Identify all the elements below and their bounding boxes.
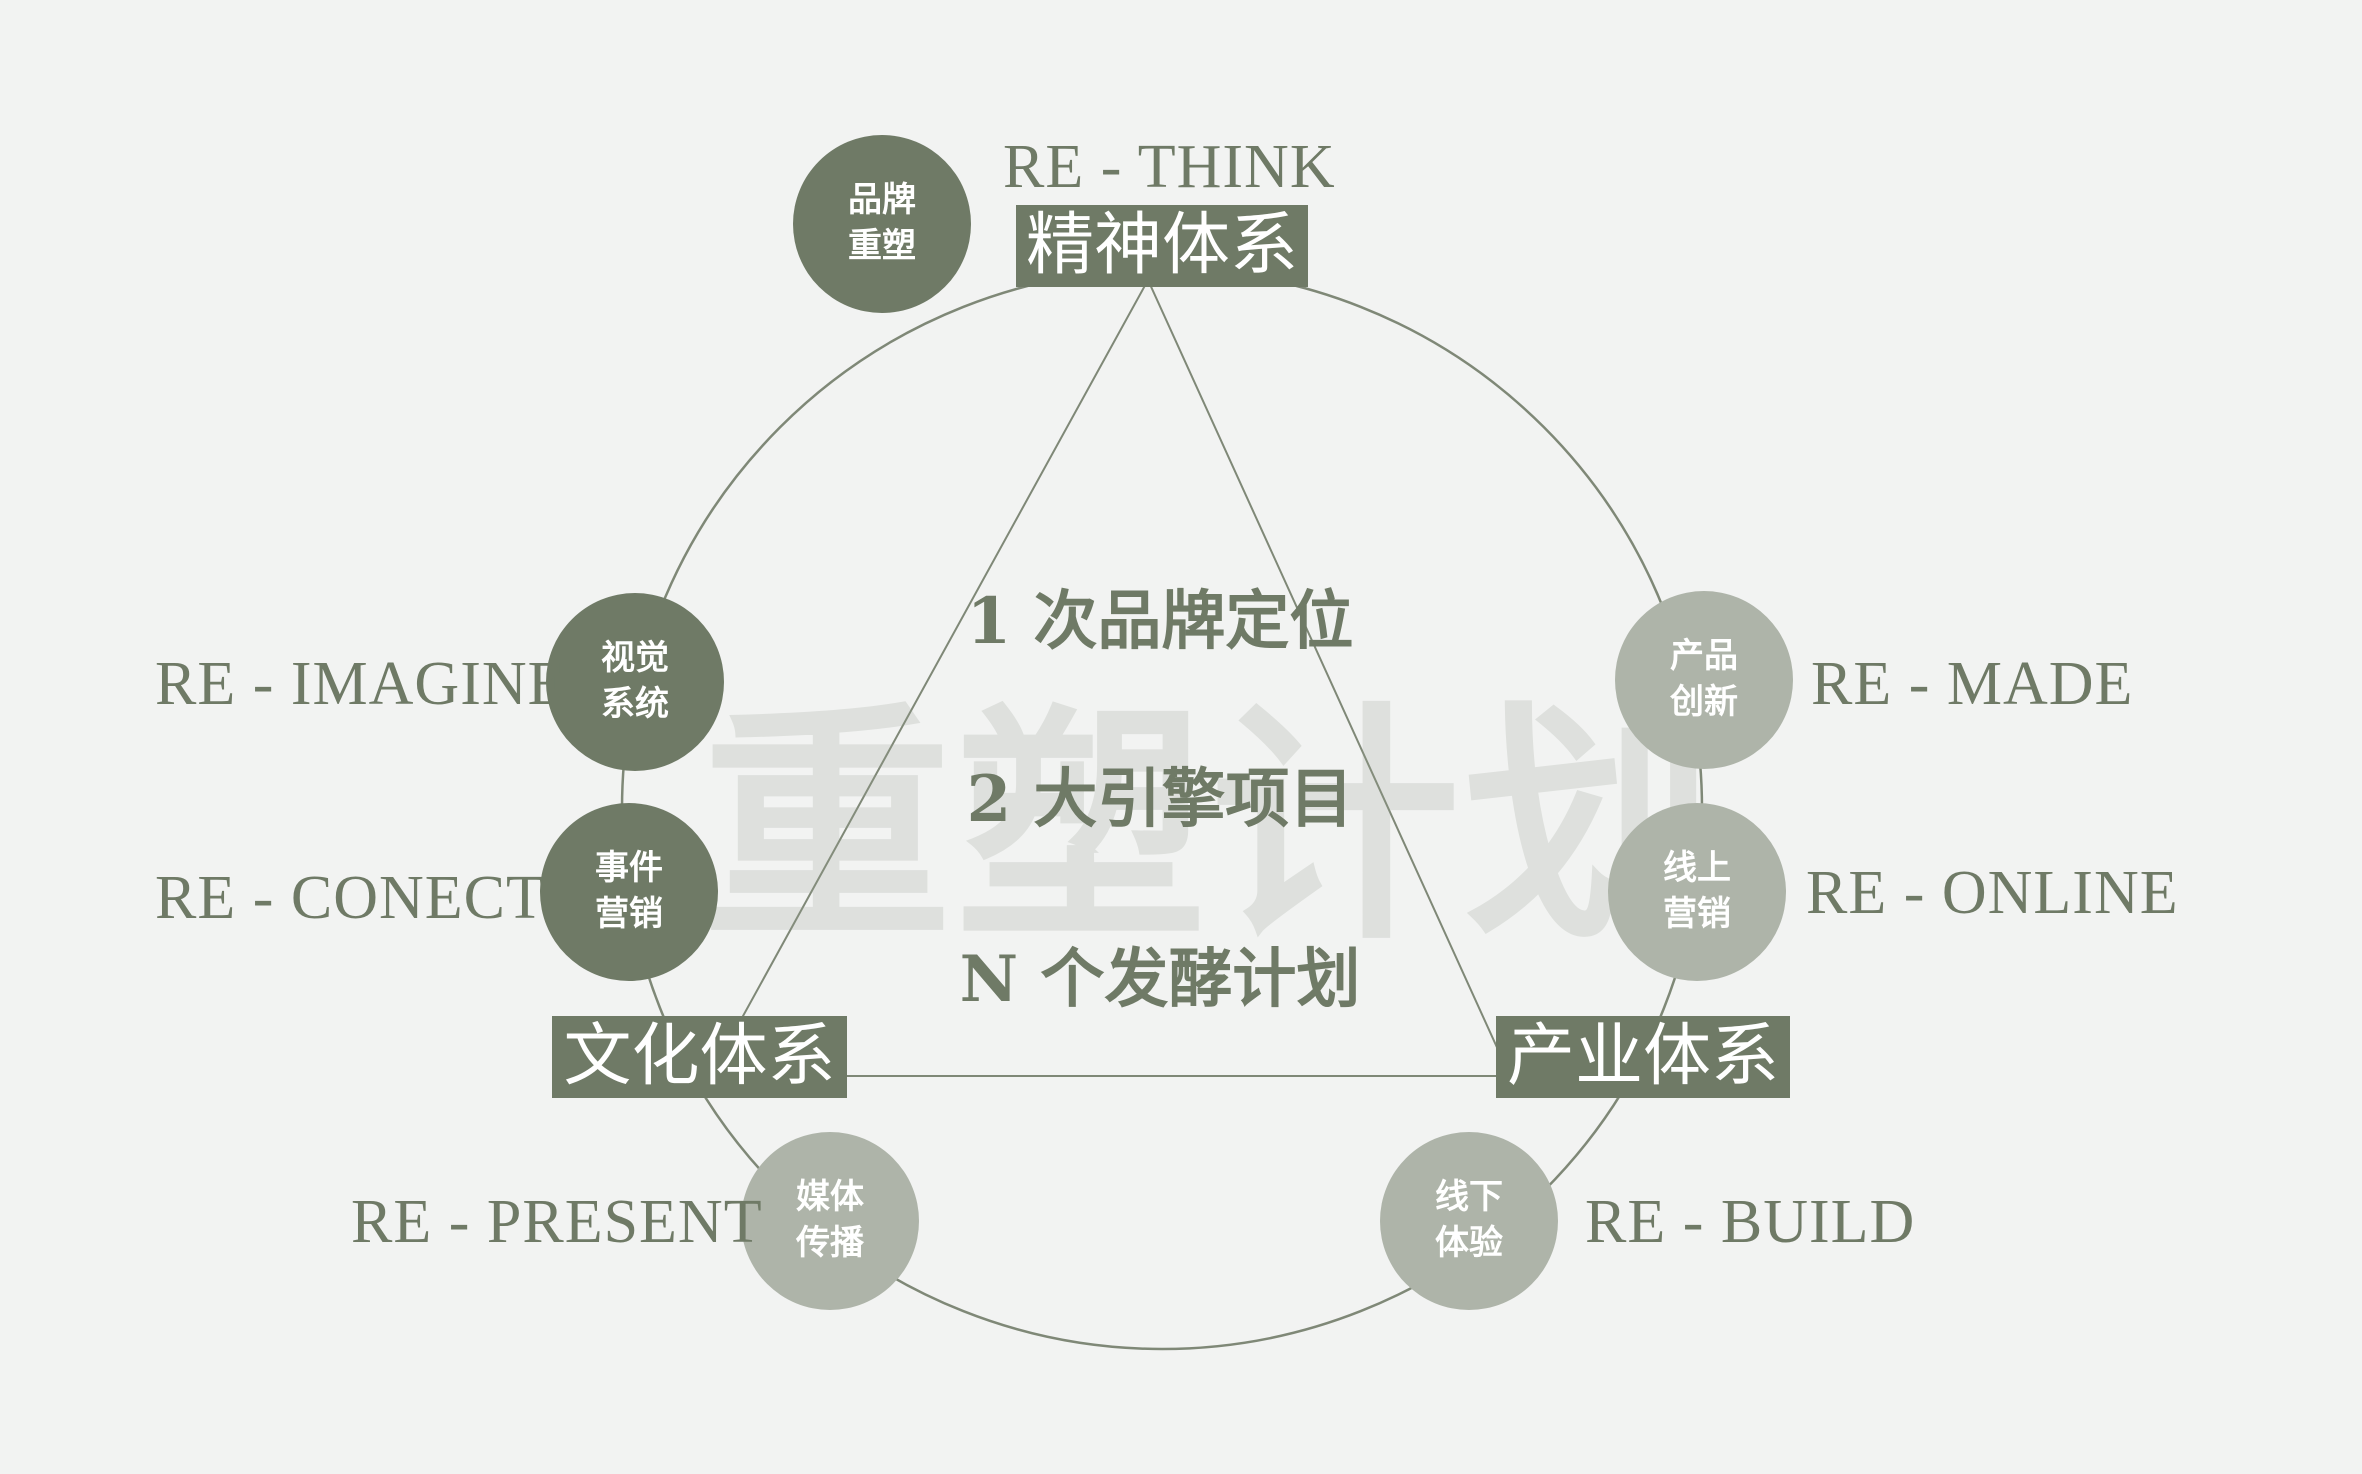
node-text-line2: 营销: [1663, 894, 1731, 934]
node-text-line2: 营销: [595, 894, 663, 934]
node-text-line1: 线上: [1663, 848, 1731, 889]
node-text-line1: 事件: [595, 848, 663, 889]
node-text-line2: 体验: [1435, 1223, 1503, 1263]
node-text-line2: 创新: [1670, 682, 1738, 722]
node-circle-visual-system: 视觉 系统: [546, 593, 724, 771]
re-label-build: RE - BUILD: [1585, 1188, 1916, 1256]
node-text-line2: 传播: [796, 1223, 864, 1263]
node-circle-event-marketing: 事件 营销: [540, 803, 718, 981]
node-circle-brand-reshape: 品牌 重塑: [793, 135, 971, 313]
re-label-think: RE - THINK: [1003, 133, 1336, 201]
node-text-line1: 产品: [1670, 636, 1738, 677]
node-text-line1: 视觉: [601, 638, 669, 679]
system-box-spirit: 精神体系: [1016, 205, 1308, 287]
center-line-1: 1 次品牌定位: [966, 584, 1354, 659]
re-label-online: RE - ONLINE: [1806, 859, 2179, 927]
watermark-text: 重塑计划: [702, 679, 1718, 973]
center-line-2: 2 大引擎项目: [966, 762, 1354, 837]
node-circle-online-marketing: 线上 营销: [1608, 803, 1786, 981]
system-box-industry: 产业体系: [1496, 1016, 1790, 1098]
node-circle-product-innovation: 产品 创新: [1615, 591, 1793, 769]
node-text-line2: 系统: [601, 684, 669, 724]
center-line-3: N 个发酵计划: [959, 942, 1361, 1017]
system-box-culture: 文化体系: [552, 1016, 847, 1098]
node-text-line2: 重塑: [848, 226, 916, 266]
node-text-line1: 线下: [1435, 1177, 1503, 1218]
node-circle-media-spread: 媒体 传播: [741, 1132, 919, 1310]
re-label-conect: RE - CONECT: [155, 864, 545, 932]
re-label-present: RE - PRESENT: [351, 1188, 763, 1256]
re-label-made: RE - MADE: [1811, 650, 2134, 718]
inner-triangle: [708, 277, 1512, 1077]
node-circle-offline-experience: 线下 体验: [1380, 1132, 1558, 1310]
re-label-imagine: RE - IMAGINE: [155, 650, 567, 718]
node-text-line1: 品牌: [848, 180, 916, 221]
node-text-line1: 媒体: [796, 1177, 864, 1218]
